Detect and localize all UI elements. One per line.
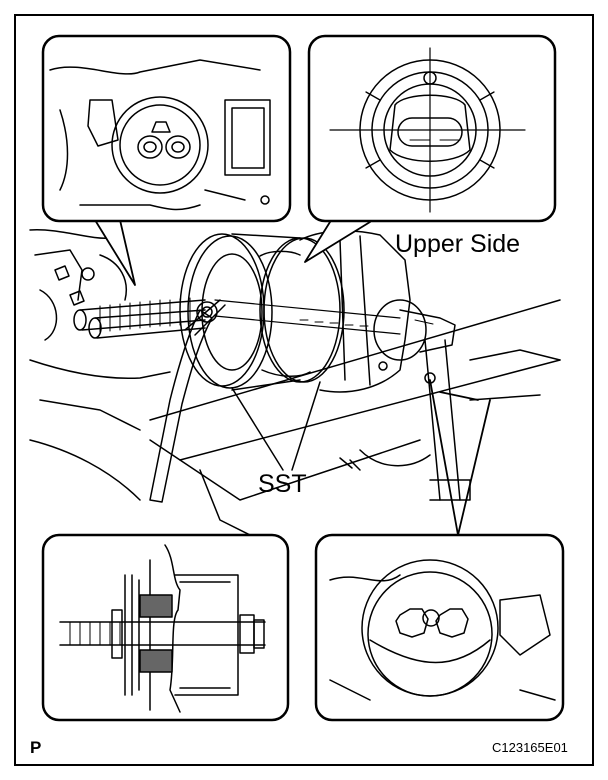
figure-code: C123165E01: [492, 740, 568, 755]
sst-leaders: [231, 381, 321, 471]
upper-side-label: Upper Side: [395, 230, 521, 258]
sst-label: SST: [258, 470, 307, 498]
inset-bottom-right: [314, 533, 565, 722]
body-panel: [29, 229, 561, 541]
page-marker: P: [30, 738, 42, 757]
inset-bottom-left: [41, 533, 290, 722]
inset-top-left: [41, 34, 292, 223]
inset-top-right: [307, 34, 557, 223]
studs: [73, 297, 206, 339]
figure-frame: [14, 14, 594, 766]
